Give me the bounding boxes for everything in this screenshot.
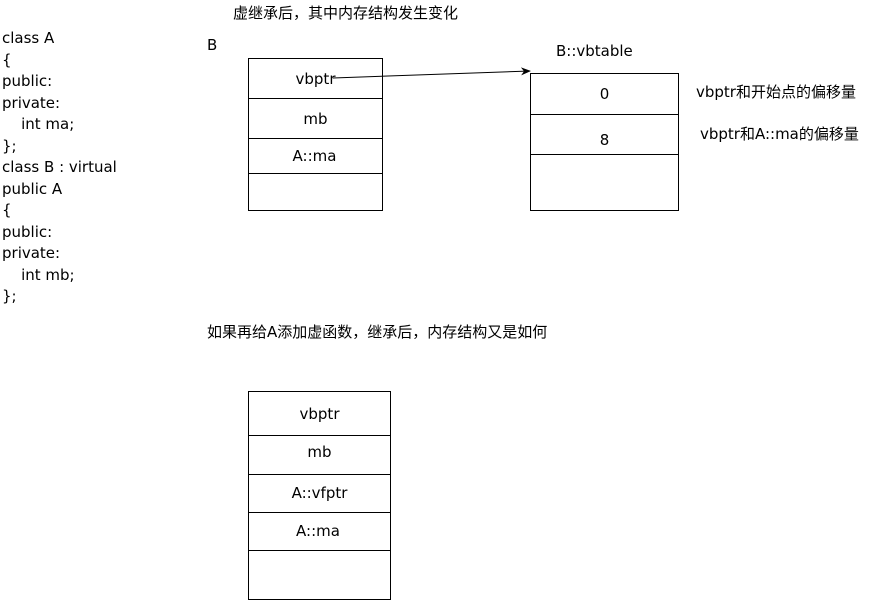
vbtable-note-ma: vbptr和A::ma的偏移量 <box>700 125 859 143</box>
bv-separator <box>249 512 390 513</box>
bv-cell-vbptr: vbptr <box>299 404 340 423</box>
code-line: }; <box>2 287 17 305</box>
b-separator <box>249 173 382 174</box>
code-listing: class A { public: private: int ma; }; cl… <box>2 28 117 308</box>
code-line: class A <box>2 29 55 47</box>
bv-cell-a-ma: A::ma <box>296 522 340 540</box>
vbtable-cell-offset-ma: 8 <box>599 131 610 149</box>
code-line: int mb; <box>2 265 75 284</box>
code-line: public A <box>2 179 63 198</box>
code-line: int ma; <box>2 115 75 133</box>
vbtable: 0 8 <box>530 73 679 211</box>
bv-separator <box>249 435 390 436</box>
bv-cell-a-vfptr: A::vfptr <box>291 484 348 502</box>
b-memory-layout: vbptr mb A::ma <box>248 58 383 211</box>
vbtable-label: B::vbtable <box>556 42 633 60</box>
b-cell-mb: mb <box>303 110 328 128</box>
bv-separator <box>249 550 390 551</box>
b-virtual-memory-layout: vbptr mb A::vfptr A::ma <box>248 391 391 600</box>
code-line: class B : virtual <box>2 158 117 176</box>
b-separator <box>249 138 382 139</box>
top-title: 虚继承后，其中内存结构发生变化 <box>233 4 459 22</box>
arrow-line <box>332 67 531 79</box>
code-line: { <box>2 201 12 219</box>
vbtable-separator <box>531 154 678 155</box>
bv-cell-mb: mb <box>307 443 332 461</box>
vbtable-note-start: vbptr和开始点的偏移量 <box>696 83 856 101</box>
code-line: private: <box>2 244 61 262</box>
bottom-title: 如果再给A添加虚函数，继承后，内存结构又是如何 <box>207 323 548 341</box>
code-line: private: <box>2 93 61 112</box>
b-layout-label: B <box>207 36 218 54</box>
code-line: { <box>2 50 12 69</box>
vbtable-cell-offset-start: 0 <box>599 85 610 103</box>
code-line: }; <box>2 136 17 155</box>
b-cell-a-ma: A::ma <box>292 147 337 165</box>
b-separator <box>249 98 382 99</box>
vbtable-separator <box>531 114 678 115</box>
bv-cell-empty <box>249 551 390 599</box>
bv-separator <box>249 474 390 475</box>
code-line: public: <box>2 222 53 241</box>
code-line: public: <box>2 72 53 90</box>
b-cell-vbptr: vbptr <box>295 70 336 88</box>
